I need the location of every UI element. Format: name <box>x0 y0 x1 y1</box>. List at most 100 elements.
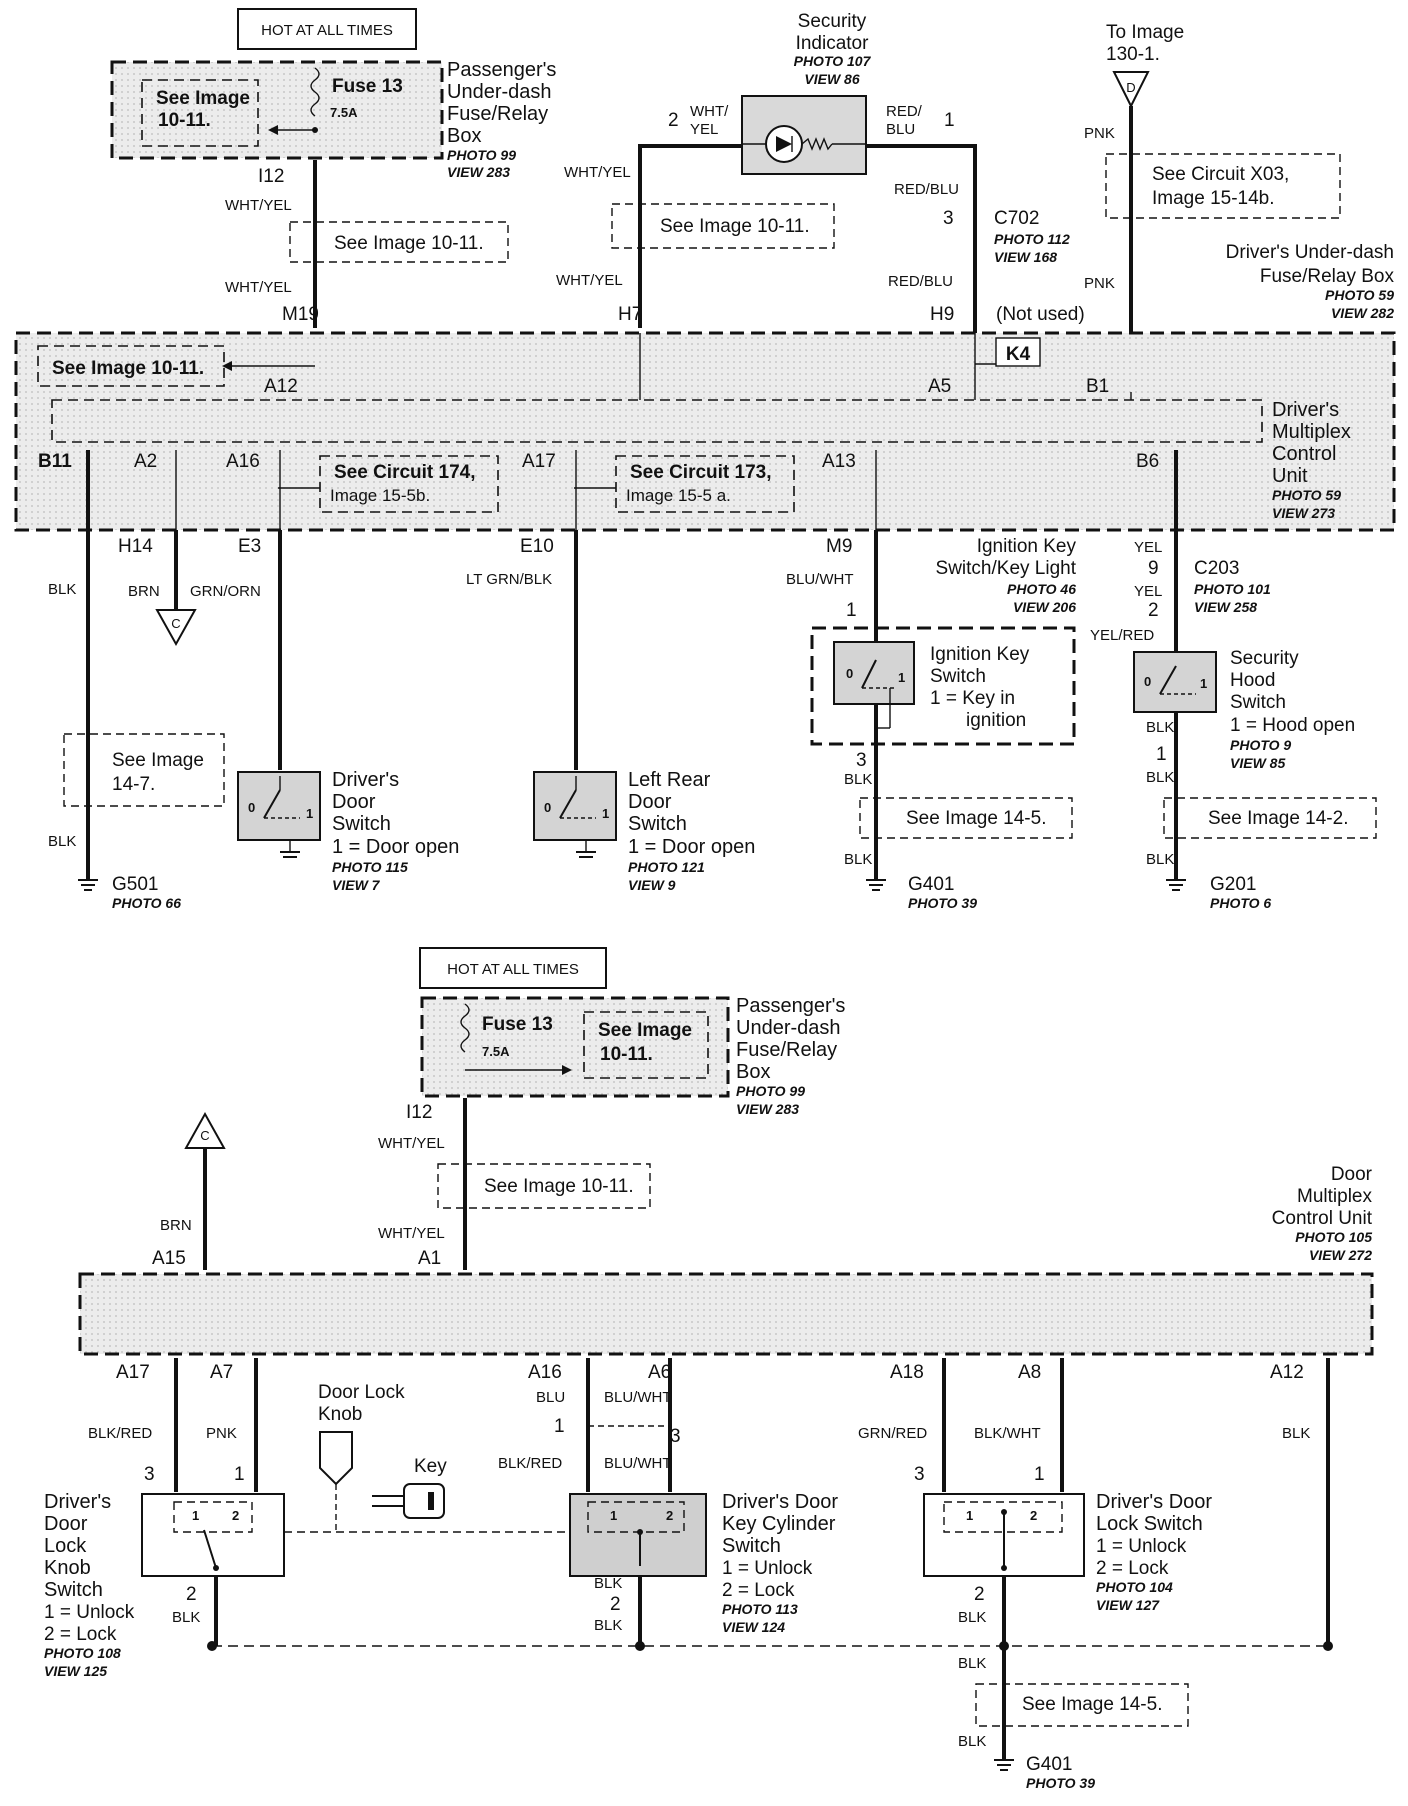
labels-pass2-box-2-text: Under-dash <box>736 1017 841 1039</box>
labels-sw0-text: 0 <box>248 800 255 815</box>
labels-pass-view-text: VIEW 283 <box>447 164 510 180</box>
labels-sw2-text: 2 <box>232 1508 239 1523</box>
drivers-door-lock-switch: 1 2 <box>923 1493 1085 1577</box>
hot-at-all-times-label-1: HOT AT ALL TIMES <box>237 8 417 50</box>
wires-blk-1-text: BLK <box>48 581 76 598</box>
labels-dlk-6-text: 1 = Unlock <box>44 1602 135 1623</box>
wires-wht-yel-5-text: WHT/YEL <box>556 272 623 289</box>
labels-fuse1-rating-text: 7.5A <box>330 105 358 120</box>
pins-A8-text: A8 <box>1018 1362 1041 1383</box>
wires-blk-3-text: BLK <box>844 771 872 788</box>
pins-B1-text: B1 <box>1086 376 1109 397</box>
pins-H7-text: H7 <box>618 304 642 325</box>
labels-dkc-4-text: 1 = Unlock <box>722 1558 813 1579</box>
wires-grn-red-text: GRN/RED <box>858 1425 927 1442</box>
labels-sec-hood-2-text: Hood <box>1230 670 1275 691</box>
labels-dlk-2-text: Door <box>44 1513 88 1535</box>
security-hood-switch: 0 1 <box>1133 651 1217 713</box>
labels-c702-view-text: VIEW 168 <box>994 249 1057 265</box>
labels-dls-2-text: Lock Switch <box>1096 1513 1203 1535</box>
labels-ign-photo-text: PHOTO 46 <box>1007 581 1076 597</box>
labels-see-145-b-text: See Image 14-5. <box>1022 1694 1162 1715</box>
labels-conn-C2-text: C <box>200 1128 209 1143</box>
labels-g201-photo-text: PHOTO 6 <box>1210 895 1271 911</box>
left-rear-door-switch: 0 1 <box>533 771 617 858</box>
labels-hot1-text: HOT AT ALL TIMES <box>261 22 393 39</box>
pins-A17b-text: A17 <box>116 1362 150 1383</box>
pins-p3b-text: 3 <box>670 1426 681 1447</box>
pins-M9-text: M9 <box>826 536 852 557</box>
labels-pass-photo-text: PHOTO 99 <box>447 147 516 163</box>
labels-drv-fuse-view-text: VIEW 282 <box>1331 305 1394 321</box>
wires-brn-1-text: BRN <box>128 583 160 600</box>
labels-dkc-view-text: VIEW 124 <box>722 1619 785 1635</box>
pins-A1-text: A1 <box>418 1248 441 1269</box>
ground-g401-top-icon <box>866 879 886 891</box>
labels-pass2-box-1-text: Passenger's <box>736 995 845 1017</box>
labels-drv-fuse-2-text: Fuse/Relay Box <box>1260 266 1395 287</box>
labels-drv-fuse-photo-text: PHOTO 59 <box>1325 287 1394 303</box>
labels-drv-door-photo-text: PHOTO 115 <box>332 859 408 875</box>
pins-E3-text: E3 <box>238 536 261 557</box>
wires-blk-red-2-text: BLK/RED <box>498 1455 562 1472</box>
labels-dkc-photo-text: PHOTO 113 <box>722 1601 798 1617</box>
wires-red-blu-1b-text: BLU <box>886 121 915 138</box>
pins-p1ign-text: 1 <box>846 600 857 621</box>
wires-yel-2-text: YEL <box>1134 583 1162 600</box>
labels-circ173-2-text: Image 15-5 a. <box>626 486 731 505</box>
labels-dls-1-text: Driver's Door <box>1096 1491 1212 1513</box>
labels-g401b-photo-text: PHOTO 39 <box>1026 1775 1095 1791</box>
labels-pass-box-1-text: Passenger's <box>447 59 556 81</box>
passenger-fuse-box-1: See Image 10-11. Fuse 13 7.5A <box>110 60 444 160</box>
wires-yel-1-text: YEL <box>1134 539 1162 556</box>
wires-blk-wht-text: BLK/WHT <box>974 1425 1041 1442</box>
labels-sec-ind-photo-text: PHOTO 107 <box>794 53 872 69</box>
pins-A16b-text: A16 <box>528 1362 562 1383</box>
labels-door-mcu-view-text: VIEW 272 <box>1309 1247 1372 1263</box>
wires-lt-grn-blk-text: LT GRN/BLK <box>466 571 552 588</box>
labels-see-img-1011-a2-text: 10-11. <box>158 110 211 131</box>
labels-dlk-view-text: VIEW 125 <box>44 1663 107 1679</box>
labels-g401b-text: G401 <box>1026 1754 1072 1775</box>
labels-circ173-1-text: See Circuit 173, <box>630 462 772 483</box>
ignition-key-switch: 0 1 <box>810 626 1076 746</box>
wires-wht-yel-3b-text: YEL <box>690 121 718 138</box>
wires-blu-wht-2-text: BLU/WHT <box>604 1389 672 1406</box>
wires-red-blu-1-text: RED/ <box>886 103 923 120</box>
wires-wht-yel-7-text: WHT/YEL <box>378 1225 445 1242</box>
labels-dlk-4-text: Knob <box>44 1557 91 1579</box>
labels-sec-hood-4-text: 1 = Hood open <box>1230 715 1355 736</box>
pins-p1b-text: 1 <box>554 1416 565 1437</box>
pins-A12b-text: A12 <box>1270 1362 1304 1383</box>
labels-g501-photo-text: PHOTO 66 <box>112 895 181 911</box>
labels-door-mcu-photo-text: PHOTO 105 <box>1295 1229 1372 1245</box>
labels-g501-text: G501 <box>112 874 158 895</box>
labels-g401a-photo-text: PHOTO 39 <box>908 895 977 911</box>
door-multiplex-control-unit <box>78 1272 1374 1356</box>
key-icon <box>372 1483 445 1519</box>
wires-wht-yel-4-text: WHT/YEL <box>564 164 631 181</box>
pins-E10-text: E10 <box>520 536 554 557</box>
labels-sw1-text: 1 <box>602 806 609 821</box>
labels-c203-photo-text: PHOTO 101 <box>1194 581 1271 597</box>
passenger-fuse-box-2: Fuse 13 7.5A See Image 10-11. <box>420 996 730 1098</box>
wires-brn-2-text: BRN <box>160 1217 192 1234</box>
fuse-13-symbol-1 <box>310 67 320 117</box>
pins-p3ign-text: 3 <box>856 750 867 771</box>
wires-grn-orn-text: GRN/ORN <box>190 583 261 600</box>
wires-blk-14-text: BLK <box>958 1733 986 1750</box>
labels-dls-view-text: VIEW 127 <box>1096 1597 1160 1613</box>
labels-ign-sw-2-text: Switch <box>930 666 986 687</box>
hot-at-all-times-label-2: HOT AT ALL TIMES <box>419 947 607 989</box>
labels-circ-x03-2-text: Image 15-14b. <box>1152 188 1275 209</box>
labels-pass-box-3-text: Fuse/Relay <box>447 103 548 125</box>
labels-c203-view-text: VIEW 258 <box>1194 599 1257 615</box>
wires-blu-wht-3-text: BLU/WHT <box>604 1455 672 1472</box>
labels-lr-door-2-text: Door <box>628 791 672 813</box>
labels-sec-ind-2-text: Indicator <box>796 33 870 54</box>
labels-fuse2-rating-text: 7.5A <box>482 1044 510 1059</box>
labels-sw1-text: 1 <box>610 1508 617 1523</box>
labels-dls-4-text: 2 = Lock <box>1096 1558 1169 1579</box>
wires-blk-5-text: BLK <box>1146 719 1174 736</box>
labels-knob-1-text: Door Lock <box>318 1382 405 1403</box>
